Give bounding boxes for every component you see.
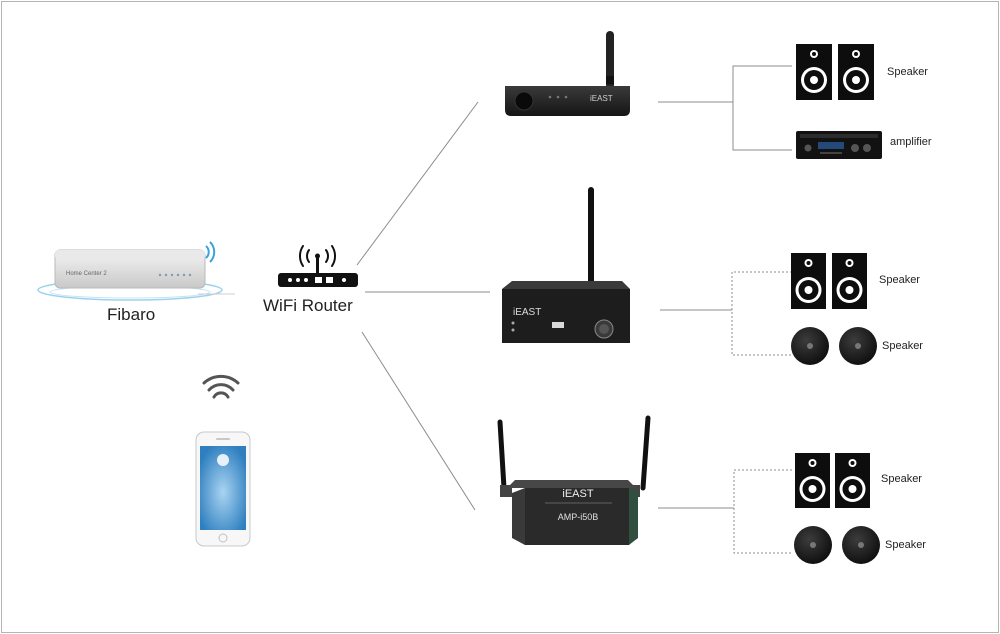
bookshelf-speaker-pair-2 (791, 253, 867, 309)
group2-item1-label: Speaker (879, 274, 920, 286)
bracket-group-3 (658, 469, 792, 554)
device3-brand-text: iEAST (562, 488, 593, 500)
group3-item2-label: Speaker (885, 539, 926, 551)
device3-model-text: AMP-i50B (558, 512, 599, 522)
device2-brand-text: iEAST (513, 307, 541, 318)
link-router-device1 (356, 101, 479, 266)
group1-item2-label: amplifier (890, 136, 932, 148)
device1-brand-text: iEAST (590, 94, 613, 103)
amplifier-device-2: iEAST (502, 187, 630, 343)
bracket-group-2 (660, 271, 792, 356)
bookshelf-speaker-pair-3 (795, 453, 870, 508)
smartphone (195, 431, 251, 547)
bracket-group-1 (658, 65, 792, 151)
ceiling-speaker-pair-3 (794, 526, 880, 564)
wifi-router-label: WiFi Router (263, 296, 353, 315)
bookshelf-speaker-pair-1 (796, 44, 874, 100)
fibaro-hub: Home Center 2 (37, 241, 235, 301)
wifi-router-icon (278, 245, 358, 287)
fibaro-label: Fibaro (107, 305, 156, 324)
hub-model-text: Home Center 2 (66, 271, 107, 277)
group1-item1-label: Speaker (887, 66, 928, 78)
group3-item1-label: Speaker (881, 473, 922, 485)
streamer-device-1: iEAST (505, 31, 630, 116)
link-router-device3 (361, 331, 476, 511)
stereo-amplifier (796, 131, 882, 159)
ceiling-speaker-pair-2 (791, 327, 877, 365)
amplifier-device-3: iEAST AMP-i50B (497, 415, 651, 545)
phone-wifi-icon (202, 374, 240, 399)
group2-item2-label: Speaker (882, 340, 923, 352)
